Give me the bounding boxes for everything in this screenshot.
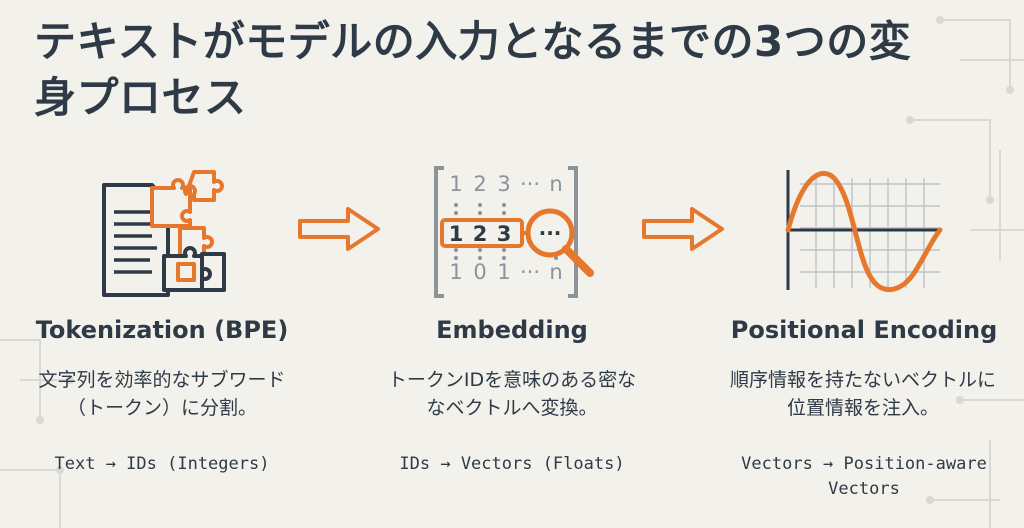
stage-mapping: Vectors → Position-aware Vectors	[741, 454, 987, 499]
matrix-cell-highlight: 3	[497, 222, 512, 246]
stage-title: Embedding	[436, 316, 588, 344]
stage-tokenization: Tokenization (BPE) 文字列を効率的なサブワード（トークン）に分…	[2, 0, 322, 528]
stage-title: Tokenization (BPE)	[35, 316, 289, 344]
matrix-cell: 1	[449, 260, 462, 284]
document-puzzle-icon	[102, 170, 226, 297]
matrix-cell: n	[549, 172, 562, 196]
matrix-cell: ···	[520, 172, 540, 196]
magnified-value: ···	[539, 221, 562, 245]
matrix-cell-highlight: 1	[449, 222, 464, 246]
stage-description: トークンIDを意味のある密ななベクトルへ変換。	[387, 369, 637, 419]
matrix-cell: n	[549, 260, 562, 284]
matrix-cell: 0	[473, 260, 486, 284]
stage-title: Positional Encoding	[730, 316, 998, 344]
stage-mapping: IDs → Vectors (Floats)	[399, 454, 625, 474]
matrix-cell: ···	[520, 260, 540, 284]
matrix-cell-highlight: 2	[473, 222, 488, 246]
page-title: テキストがモデルの入力となるまでの3つの変身プロセス	[34, 17, 912, 122]
matrix-cell: 1	[497, 260, 510, 284]
stage-description: 順序情報を持たないベクトルに位置情報を注入。	[729, 369, 996, 419]
stage-description: 文字列を効率的なサブワード（トークン）に分割。	[38, 369, 286, 419]
stage-embedding: 1 2 3 ··· n 1 0 1 ··· n 1 2 3	[352, 0, 672, 528]
right-arrow-icon	[298, 207, 380, 251]
matrix-cell: 3	[497, 172, 510, 196]
stage-mapping: Text → IDs (Integers)	[54, 454, 270, 474]
matrix-magnifier-icon: 1 2 3 ··· n 1 0 1 ··· n 1 2 3	[434, 166, 594, 298]
stage-positional-encoding: Positional Encoding 順序情報を持たないベクトルに位置情報を注…	[704, 0, 1024, 528]
sine-wave-grid-icon	[785, 170, 943, 293]
matrix-cell: 1	[449, 172, 462, 196]
matrix-cell: 2	[473, 172, 486, 196]
right-arrow-icon	[642, 207, 724, 251]
